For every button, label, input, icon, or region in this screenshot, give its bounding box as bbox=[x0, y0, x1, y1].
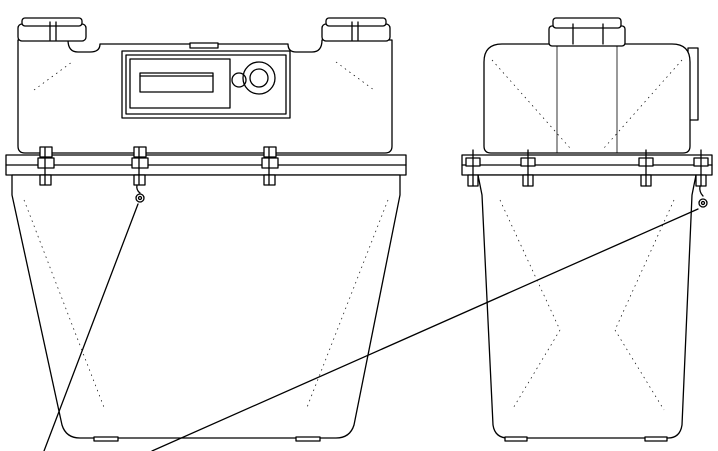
front-right-nozzle bbox=[321, 17, 391, 42]
front-foot-left bbox=[93, 436, 119, 442]
side-seal bbox=[698, 185, 708, 208]
front-hidden-lines bbox=[23, 61, 389, 411]
side-hidden-lines bbox=[491, 59, 683, 411]
register-knob-inner bbox=[249, 68, 269, 88]
side-nozzle bbox=[548, 17, 626, 153]
leader-line-side-seal bbox=[151, 208, 699, 451]
leader-lines bbox=[43, 203, 699, 451]
side-bolts bbox=[465, 149, 709, 187]
front-bolts bbox=[37, 146, 279, 186]
register-knob-outer bbox=[242, 61, 276, 95]
front-left-nozzle bbox=[17, 17, 87, 42]
front-lower-body bbox=[11, 174, 401, 439]
front-upper-housing bbox=[17, 39, 393, 154]
register-panel bbox=[121, 50, 291, 119]
side-lower-body bbox=[477, 174, 697, 439]
side-view bbox=[461, 17, 713, 442]
front-view bbox=[5, 17, 407, 442]
side-foot-left bbox=[504, 436, 528, 442]
front-seal bbox=[135, 184, 145, 203]
counter-window bbox=[139, 72, 214, 93]
register-knob-side bbox=[231, 72, 247, 88]
front-top-tab bbox=[189, 42, 219, 49]
front-foot-right bbox=[295, 436, 321, 442]
side-upper-housing bbox=[483, 43, 691, 154]
leader-line-front-seal bbox=[43, 203, 139, 451]
side-foot-right bbox=[644, 436, 668, 442]
